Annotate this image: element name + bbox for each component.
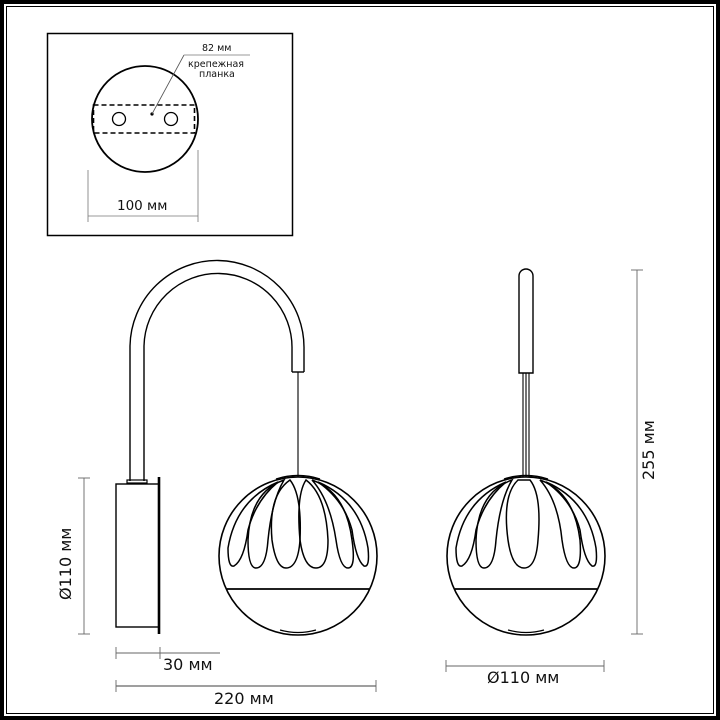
base-depth-label: 30 мм [163,655,213,674]
plate-caption-line1: крепежная [188,59,244,70]
arm-inner-edge [143,272,293,481]
stem-tube [518,268,534,374]
arm-outer-edge [129,259,305,481]
base-height-label: Ø110 мм [56,527,75,600]
globe-side [218,474,378,636]
side-view [78,259,378,692]
mounting-plate-outline [92,104,196,134]
overall-projection-label: 220 мм [214,689,274,708]
inner-frame [6,6,714,714]
leader-line [151,54,185,115]
shade-diameter-label: Ø110 мм [487,668,560,687]
front-view [445,268,643,672]
screw-hole-right [163,111,179,127]
wall-base-box [115,483,160,628]
overall-height-label: 255 мм [639,420,658,480]
plate-size-label: 82 мм [202,43,232,54]
base-diameter-label: 100 мм [117,198,168,214]
screw-hole-left [111,111,127,127]
inset-box [46,32,294,237]
plate-caption-line2: планка [199,69,235,80]
base-circle [91,65,199,173]
mounting-plate-view [46,32,294,237]
globe-front [446,474,606,636]
